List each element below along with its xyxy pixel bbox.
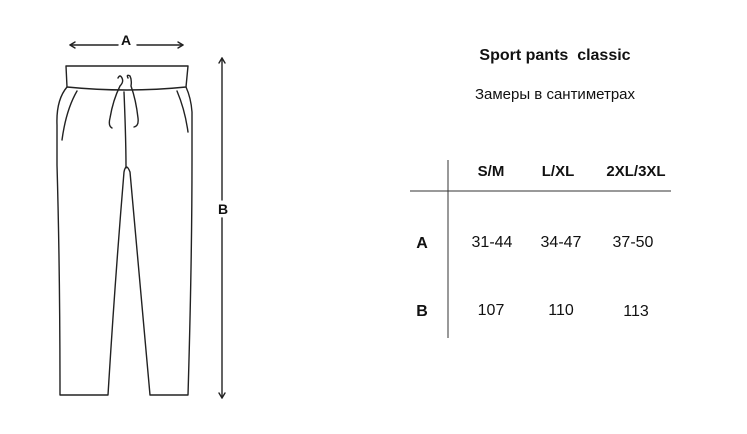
dimension-a-label: A <box>121 32 132 48</box>
product-title: Sport pants classic <box>479 47 631 64</box>
dimension-b-label: B <box>218 201 229 217</box>
cell-a-2xl-3xl: 37-50 <box>612 234 654 251</box>
pants-diagram: A B <box>0 0 300 434</box>
cell-a-s-m: 31-44 <box>471 234 513 251</box>
units-subtitle: Замеры в сантиметрах <box>474 86 636 103</box>
cell-b-2xl-3xl: 113 <box>623 303 649 320</box>
row-header-a: A <box>416 235 428 252</box>
column-header-2xl-3xl: 2XL/3XL <box>606 163 666 180</box>
cell-b-s-m: 107 <box>477 302 505 319</box>
row-header-b: B <box>416 303 428 320</box>
pants-outline <box>56 41 226 399</box>
cell-b-l-xl: 110 <box>548 302 574 319</box>
cell-a-l-xl: 34-47 <box>540 234 582 251</box>
column-header-l-xl: L/XL <box>541 163 575 180</box>
column-header-s-m: S/M <box>477 163 505 180</box>
